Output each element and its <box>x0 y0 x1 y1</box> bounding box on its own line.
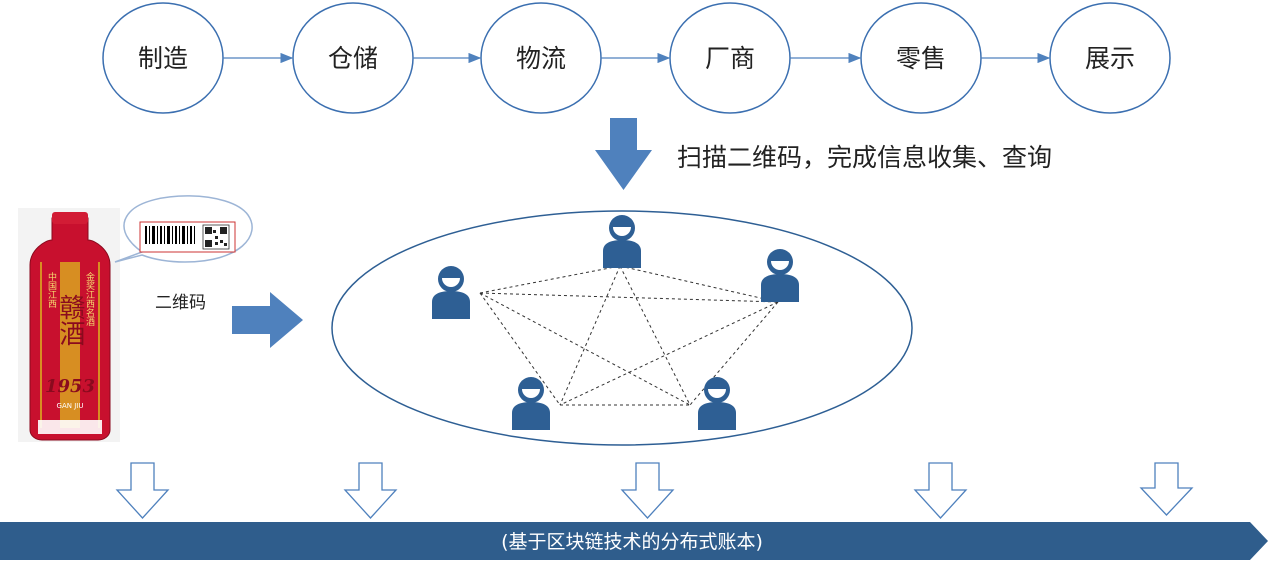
arrow-down-outline-icon <box>620 462 675 519</box>
stage-label: 零售 <box>896 44 946 73</box>
bottle-side-text-right: 金奖江西名酒 <box>84 271 95 327</box>
user-icon <box>432 266 470 319</box>
stage-label: 展示 <box>1085 44 1135 73</box>
stage-retail: 零售 <box>860 2 982 114</box>
arrow-down-outline-icon <box>343 462 398 519</box>
stage-manufacturer: 厂商 <box>669 2 791 114</box>
bottle-brand-text: 赣酒 <box>55 294 85 346</box>
arrow-down-outline-icon <box>115 462 170 519</box>
scan-caption: 扫描二维码，完成信息收集、查询 <box>677 143 1052 172</box>
arrow-down-outline-icon <box>913 462 968 519</box>
arrow-down-icon <box>595 118 652 190</box>
distributed-ledger-bar: (基于区块链技术的分布式账本) <box>0 522 1268 560</box>
stage-manufacturing: 制造 <box>102 2 224 114</box>
bottle-latin-text: GAN JIU <box>57 402 84 410</box>
barcode-icon <box>145 226 195 244</box>
network-connections <box>479 265 779 406</box>
stage-label: 厂商 <box>705 44 755 73</box>
stage-logistics: 物流 <box>480 2 602 114</box>
stage-display: 展示 <box>1049 2 1171 114</box>
qr-code-label: 二维码 <box>155 293 206 313</box>
stage-label: 仓储 <box>328 44 378 73</box>
arrow-right-icon <box>232 292 303 348</box>
stage-storage: 仓储 <box>292 2 414 114</box>
user-icon <box>761 249 799 302</box>
stage-flow: 制造 仓储 物流 厂商 零售 展示 <box>102 2 1171 114</box>
blockchain-network <box>331 210 913 446</box>
product-bottle-image: 赣酒 1953 GAN JIU 中国江西 金奖江西名酒 <box>18 208 120 442</box>
user-icon <box>512 377 550 430</box>
user-icon <box>603 215 641 268</box>
user-icon <box>698 377 736 430</box>
stage-label: 制造 <box>138 44 188 73</box>
qr-code-bubble <box>114 195 253 263</box>
bottle-year-text: 1953 <box>45 376 95 397</box>
qr-code-icon <box>202 224 230 250</box>
stage-label: 物流 <box>516 44 566 73</box>
ledger-label: (基于区块链技术的分布式账本) <box>501 531 763 553</box>
arrow-down-outline-icon <box>1139 462 1194 516</box>
bottle-side-text-left: 中国江西 <box>46 271 57 309</box>
